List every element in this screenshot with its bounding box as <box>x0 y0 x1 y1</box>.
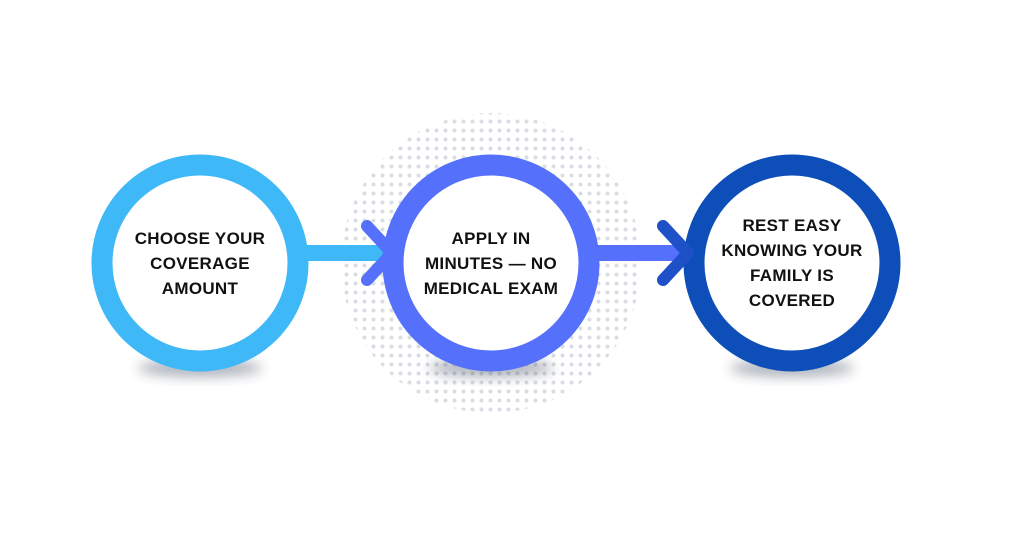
step-3-text: REST EASY KNOWING YOUR FAMILY IS COVERED <box>707 183 877 343</box>
step-3-line: KNOWING YOUR <box>721 241 863 260</box>
chevron-right-icon <box>361 220 398 286</box>
step-2-line: APPLY IN <box>451 228 531 248</box>
step-3-line: REST EASY <box>742 216 842 235</box>
step-2-ring <box>382 154 600 372</box>
step-1-line: AMOUNT <box>161 278 239 298</box>
step-3-ring <box>683 154 901 372</box>
step-2-text: APPLY IN MINUTES — NO MEDICAL EXAM <box>406 183 576 343</box>
connector-line-2 <box>590 245 700 261</box>
step-3-line: FAMILY IS <box>750 266 834 285</box>
step-1-line: CHOOSE YOUR <box>134 228 266 248</box>
step-1-text: CHOOSE YOUR COVERAGE AMOUNT <box>120 183 280 343</box>
chevron-right-icon <box>657 220 694 286</box>
step-2-line: MEDICAL EXAM <box>423 278 559 298</box>
step-3-line: COVERED <box>748 291 836 310</box>
step-1-line: COVERAGE <box>150 253 250 273</box>
step-2-line: MINUTES — NO <box>424 253 558 273</box>
step-1-ring <box>91 154 309 372</box>
